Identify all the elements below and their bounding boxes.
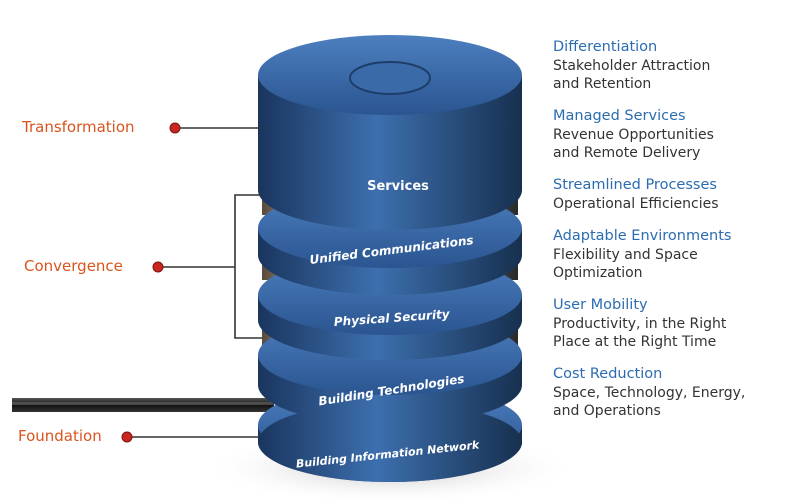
- benefit-title: Streamlined Processes: [553, 177, 717, 193]
- benefit-desc: Stakeholder Attraction and Retention: [553, 58, 711, 92]
- benefit-title: Adaptable Environments: [553, 228, 732, 244]
- benefits-list: Differentiation Stakeholder Attraction a…: [553, 38, 785, 434]
- benefit-item: Streamlined Processes Operational Effici…: [553, 176, 785, 213]
- label-convergence: Convergence: [24, 257, 123, 275]
- layer-services: [258, 35, 522, 230]
- benefit-item: Managed Services Revenue Opportunities a…: [553, 107, 785, 162]
- connector-convergence: [152, 194, 262, 339]
- benefit-title: User Mobility: [553, 297, 648, 313]
- label-transformation: Transformation: [22, 118, 135, 136]
- benefit-item: Differentiation Stakeholder Attraction a…: [553, 38, 785, 93]
- benefit-item: Adaptable Environments Flexibility and S…: [553, 227, 785, 282]
- benefit-title: Managed Services: [553, 108, 686, 124]
- connector-transformation: [169, 122, 262, 134]
- benefit-desc: Flexibility and Space Optimization: [553, 247, 698, 281]
- layer-label-services: Services: [367, 179, 429, 194]
- benefit-item: User Mobility Productivity, in the Right…: [553, 296, 785, 351]
- benefit-desc: Revenue Opportunities and Remote Deliver…: [553, 127, 714, 161]
- top-center-disc: [349, 61, 431, 95]
- benefit-desc: Operational Efficiencies: [553, 196, 719, 212]
- label-foundation: Foundation: [18, 427, 102, 445]
- network-cable: [12, 398, 274, 412]
- benefit-item: Cost Reduction Space, Technology, Energy…: [553, 365, 785, 420]
- benefit-title: Cost Reduction: [553, 366, 663, 382]
- benefit-desc: Space, Technology, Energy, and Operation…: [553, 385, 746, 419]
- benefit-title: Differentiation: [553, 39, 658, 55]
- benefit-desc: Productivity, in the Right Place at the …: [553, 316, 727, 350]
- connector-foundation: [121, 431, 258, 443]
